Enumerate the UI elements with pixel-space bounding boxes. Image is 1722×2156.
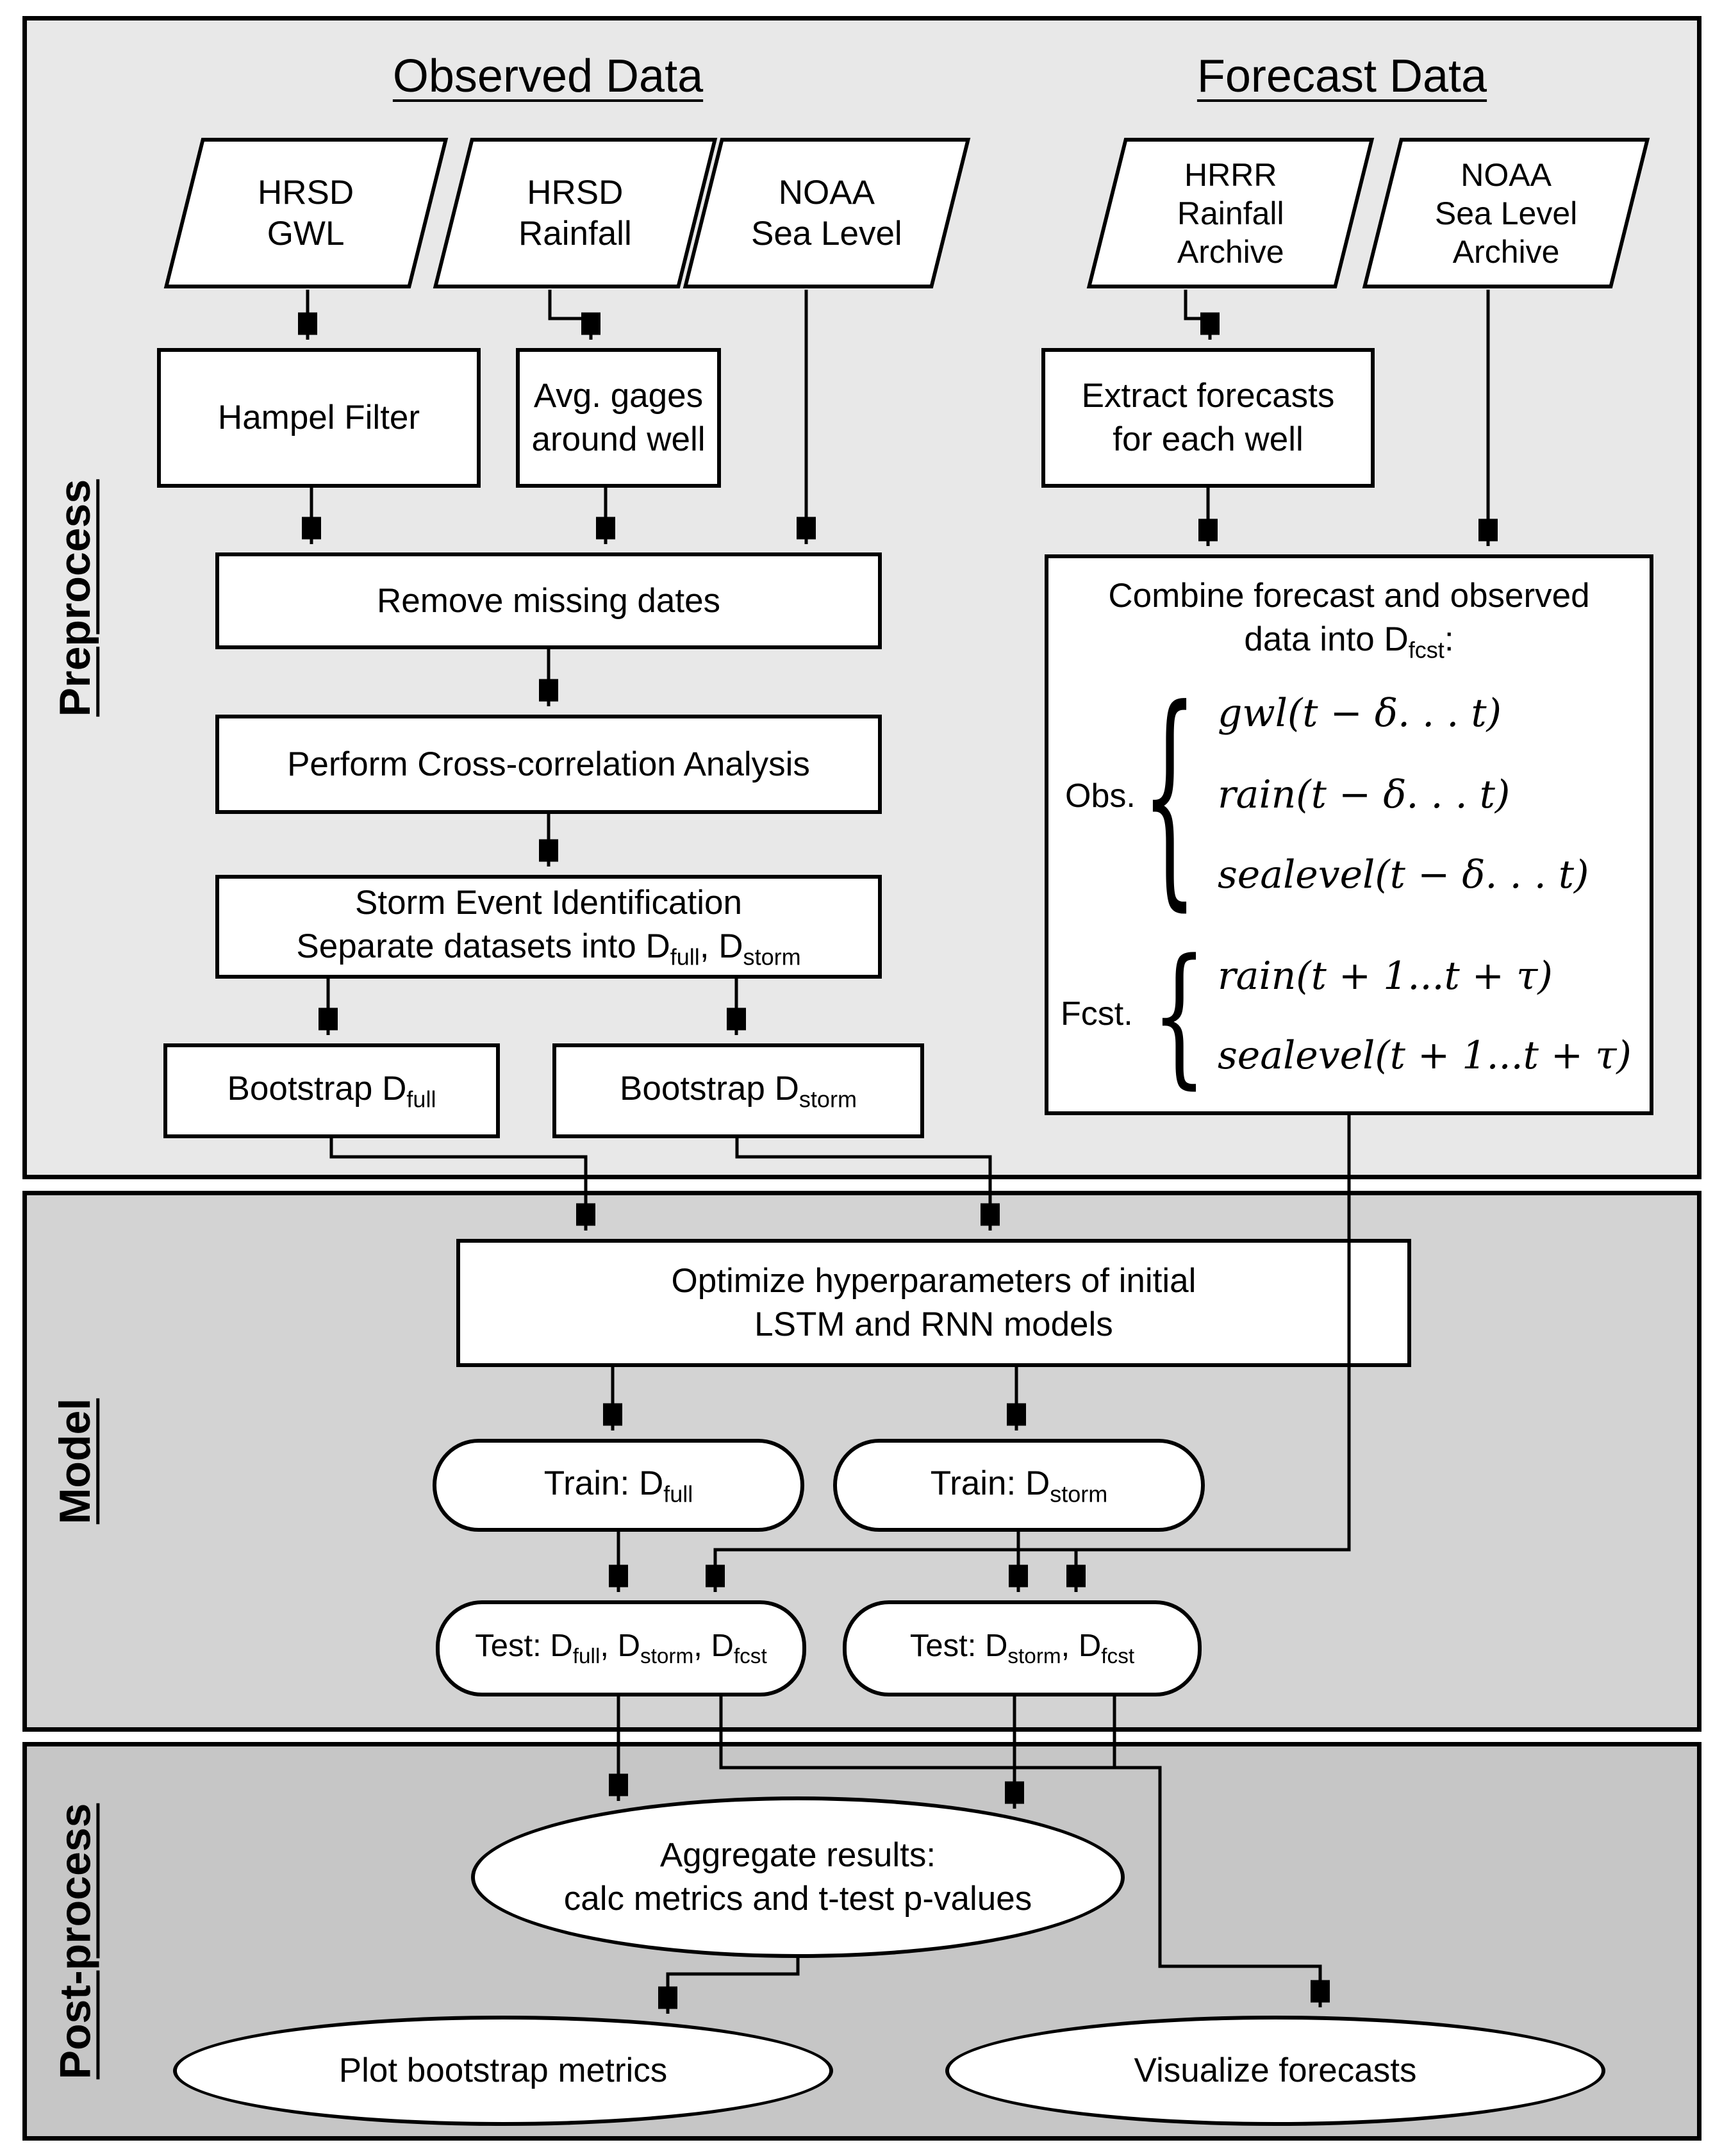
combine-title-line2: data into Dfcst: [1244,620,1454,663]
storm-event-line1: Storm Event Identification [355,884,742,922]
fcst-eq-sealevel: sealevel(t + 1...t + τ) [1218,1033,1632,1078]
avg-gages-line1: Avg. gages [533,377,704,415]
aggregate-line1: Aggregate results: [659,1836,936,1875]
optimize-line1: Optimize hyperparameters of initial [671,1262,1196,1300]
avg-gages-line2: around well [531,420,706,458]
combine-forecast-node: Combine forecast and observed data into … [1045,554,1653,1115]
test-dfull-node: Test: Dfull, Dstorm, Dfcst [436,1600,806,1696]
test-dstorm-text: Test: Dstorm, Dfcst [909,1629,1135,1669]
plot-bootstrap-node: Plot bootstrap metrics [173,2016,833,2126]
plot-bootstrap-text: Plot bootstrap metrics [338,2052,668,2090]
hrrr-archive-line1: HRRR [1184,156,1277,193]
train-dfull-node: Train: Dfull [433,1439,804,1532]
avg-gages-node: Avg. gages around well [516,348,721,488]
model-label-wrap: Model [27,1191,123,1732]
storm-event-node: Storm Event Identification Separate data… [215,875,882,979]
cross-correlation-node: Perform Cross-correlation Analysis [215,715,882,814]
obs-eq-gwl: gwl(t − δ. . . t) [1218,691,1502,736]
remove-missing-dates-node: Remove missing dates [215,552,882,649]
visualize-forecasts-text: Visualize forecasts [1134,2052,1417,2090]
bootstrap-dstorm-text: Bootstrap Dstorm [620,1070,857,1113]
noaa-archive-node: NOAA Sea Level Archive [1362,138,1650,288]
hrsd-gwl-line2: GWL [267,214,345,253]
remove-missing-dates-text: Remove missing dates [376,581,721,620]
extract-forecasts-line2: for each well [1113,420,1304,458]
train-dstorm-text: Train: Dstorm [930,1464,1108,1507]
aggregate-line2: calc metrics and t-test p-values [563,1880,1032,1918]
forecast-data-header: Forecast Data [1196,51,1487,102]
visualize-forecasts-node: Visualize forecasts [945,2016,1605,2126]
obs-eq-rain: rain(t − δ. . . t) [1218,772,1511,817]
observed-data-header: Observed Data [392,51,704,102]
test-dstorm-node: Test: Dstorm, Dfcst [843,1600,1202,1696]
fcst-label: Fcst. [1061,995,1133,1032]
postprocess-label: Post-process [51,1803,99,2080]
hrrr-archive-line3: Archive [1177,233,1284,270]
fcst-eq-rain: rain(t + 1...t + τ) [1218,954,1553,999]
test-dfull-text: Test: Dfull, Dstorm, Dfcst [475,1629,767,1669]
noaa-sealevel-line1: NOAA [778,173,875,211]
noaa-sealevel-line2: Sea Level [751,214,902,253]
obs-eq-sealevel: sealevel(t − δ. . . t) [1218,852,1589,897]
combine-title-line1: Combine forecast and observed [1108,577,1590,615]
hrsd-gwl-node: HRSD GWL [163,138,449,288]
bootstrap-dfull-text: Bootstrap Dfull [227,1070,436,1113]
hrrr-archive-node: HRRR Rainfall Archive [1086,138,1375,288]
postprocess-label-wrap: Post-process [27,1742,123,2141]
obs-label: Obs. [1065,777,1136,815]
hampel-filter-text: Hampel Filter [217,399,420,437]
fcst-brace: { [1152,926,1207,1103]
noaa-archive-line3: Archive [1452,233,1560,270]
preprocess-label: Preprocess [51,479,100,717]
optimize-node: Optimize hyperparameters of initial LSTM… [456,1239,1411,1367]
hrsd-rainfall-line2: Rainfall [518,214,632,253]
train-dfull-text: Train: Dfull [543,1464,693,1507]
hrsd-rainfall-line1: HRSD [527,173,624,211]
optimize-line2: LSTM and RNN models [754,1306,1113,1343]
obs-brace: { [1142,659,1197,931]
bootstrap-dfull-node: Bootstrap Dfull [163,1043,500,1138]
extract-forecasts-node: Extract forecasts for each well [1041,348,1375,488]
aggregate-results-node: Aggregate results: calc metrics and t-te… [471,1796,1125,1958]
hampel-filter-node: Hampel Filter [157,348,481,488]
bootstrap-dstorm-node: Bootstrap Dstorm [552,1043,924,1138]
noaa-archive-line1: NOAA [1461,156,1552,193]
hrrr-archive-line2: Rainfall [1177,195,1284,231]
model-label: Model [51,1398,99,1525]
hrsd-gwl-line1: HRSD [258,173,354,211]
hrsd-rainfall-node: HRSD Rainfall [433,138,718,288]
noaa-archive-line2: Sea Level [1434,195,1578,231]
extract-forecasts-line1: Extract forecasts [1081,377,1335,415]
train-dstorm-node: Train: Dstorm [833,1439,1205,1532]
cross-correlation-text: Perform Cross-correlation Analysis [287,745,810,783]
noaa-sealevel-node: NOAA Sea Level [683,138,971,288]
preprocess-label-wrap: Preprocess [27,16,123,1179]
storm-event-line2: Separate datasets into Dfull, Dstorm [296,927,801,970]
